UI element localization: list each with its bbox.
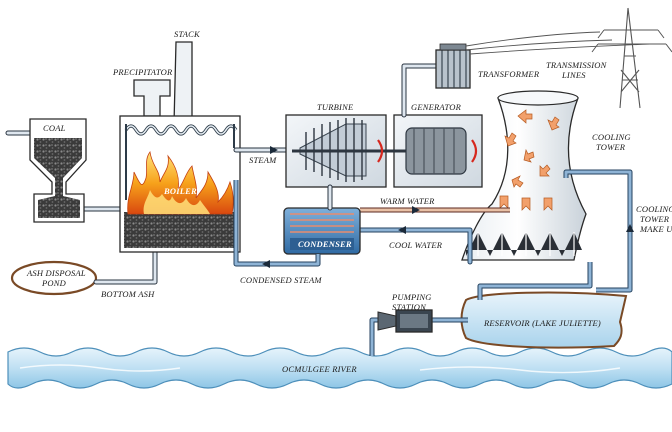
ash-pond-label-line1: ASH DISPOSAL [26,268,86,278]
cooling-tower [461,90,587,261]
makeup-water-pipe [563,169,633,293]
transformer-label: TRANSFORMER [478,69,540,79]
condensed-steam-label: CONDENSED STEAM [240,275,322,285]
stack-label: STACK [174,29,201,39]
pumping-pipe [369,317,468,356]
stack [173,41,193,125]
transmission-tower-icon [591,7,672,109]
makeup-label-line3: MAKE UP [639,224,672,234]
flow-arrow-icon [626,224,634,232]
precipitator [133,79,171,117]
precipitator-label: PRECIPITATOR [112,67,173,77]
transmission-label-line2: LINES [561,70,586,80]
ash-disposal-pond [10,260,98,296]
ocmulgee-river [7,347,672,389]
river-label: OCMULGEE RIVER [282,364,357,374]
coal-label: COAL [43,123,66,133]
coal-conveyor [5,130,127,212]
reservoir [460,291,628,349]
cooling-tower-label-line2: TOWER [596,142,626,152]
flow-arrow-icon [262,260,270,268]
pumping-label-line1: PUMPING [391,292,432,302]
generator-transformer-cable [401,63,439,118]
cool-water-label: COOL WATER [389,240,443,250]
makeup-label-line1: COOLING [636,204,672,214]
makeup-label-line2: TOWER [640,214,670,224]
reservoir-label: RESERVOIR (LAKE JULIETTE) [483,318,601,328]
transmission-label-line1: TRANSMISSION [546,60,608,70]
flow-arrow-icon [270,146,278,154]
flame-icon [127,150,234,215]
ash-pond-label-line2: POND [41,278,67,288]
cooling-tower-label-line1: COOLING [592,132,631,142]
transmission-lines [465,31,651,55]
generator [377,114,483,188]
bottom-ash-pipe [93,243,158,285]
steam-label: STEAM [249,155,277,165]
generator-label: GENERATOR [411,102,462,112]
condenser [283,207,361,255]
flow-arrow-icon [412,206,420,214]
turbine-label: TURBINE [317,102,354,112]
reservoir-supply-pipe [477,262,593,300]
bottom-ash-label: BOTTOM ASH [101,289,155,299]
flow-arrow-icon [398,226,406,234]
boiler-label: BOILER [163,186,197,196]
warm-water-label: WARM WATER [380,196,435,206]
pumping-label-line2: STATION [392,302,427,312]
pumping-station [377,309,433,333]
condenser-label: CONDENSER [298,239,352,249]
turbine [285,114,387,188]
coal-hopper [29,118,87,223]
condensed-steam-pipe [233,180,321,267]
transformer [435,43,471,89]
cool-water-pipe [360,227,473,265]
